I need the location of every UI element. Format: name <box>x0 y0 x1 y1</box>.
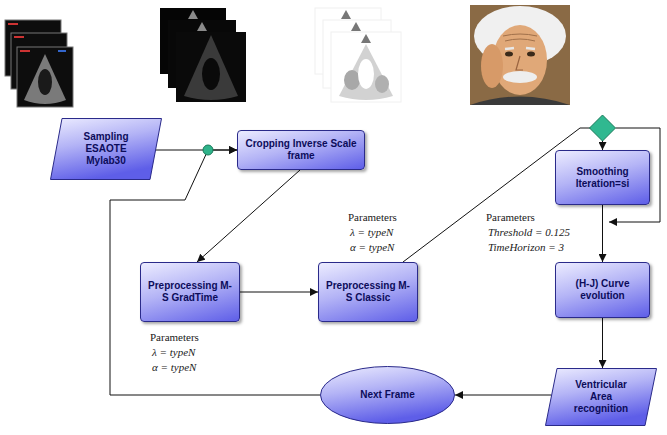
box-label: Smoothing Iteration=si <box>562 166 643 190</box>
box-label: Preprocessing M-S GradTime <box>148 280 232 304</box>
echo-sector <box>24 54 66 104</box>
parameter-note: Parameters <box>486 211 535 224</box>
ellipse-shape <box>321 367 455 424</box>
process-box: Preprocessing M-S GradTime <box>140 262 240 322</box>
ui-mark <box>14 36 24 38</box>
process-box: (H-J) Curve evolution <box>555 262 650 318</box>
flow-arrow <box>240 292 318 293</box>
cropped-frame <box>176 32 246 102</box>
cropped-frames <box>160 8 246 102</box>
sector-apex <box>188 10 198 19</box>
io-parallelogram: Ventricular Area recognition <box>545 368 657 426</box>
ventricle <box>358 59 374 89</box>
ui-mark <box>20 50 30 52</box>
parameter-note: Threshold = 0.125 <box>488 226 570 239</box>
box-label: Cropping Inverse Scale frame <box>245 138 357 162</box>
box-label: Ventricular Area recognition <box>563 379 639 415</box>
process-box: Smoothing Iteration=si <box>555 150 650 205</box>
nose <box>516 56 523 70</box>
flow-arrow <box>197 170 300 262</box>
tissue-blotch <box>375 75 389 93</box>
decision-diamond <box>590 115 616 141</box>
echo-frames <box>5 20 73 107</box>
process-box: Cropping Inverse Scale frame <box>237 130 365 170</box>
eye <box>505 52 513 57</box>
photo-ground <box>470 5 570 105</box>
echo-sector <box>339 44 393 100</box>
sector-apex <box>361 34 371 43</box>
tissue-blotch <box>344 70 360 90</box>
box-label: Next Frame <box>360 389 414 401</box>
sector-apex <box>351 22 361 31</box>
sector-apex <box>341 10 351 19</box>
flow-arrow <box>110 150 320 395</box>
junction-dot <box>203 145 213 155</box>
parameter-note: λ = typeN <box>152 346 195 359</box>
wrinkles <box>503 34 537 41</box>
box-label: Sampling ESAOTE Mylab30 <box>68 131 144 167</box>
einstein-photo <box>470 5 570 105</box>
flow-arrow <box>602 318 603 368</box>
parallelogram-shape <box>546 369 657 426</box>
echo-frame <box>17 47 73 107</box>
process-box: Preprocessing M-S Classic <box>318 262 418 322</box>
inverted-frames <box>315 8 401 102</box>
terminal-ellipse: Next Frame <box>320 366 455 424</box>
io-parallelogram: Sampling ESAOTE Mylab30 <box>50 118 162 180</box>
hand <box>481 44 503 88</box>
parameter-note: α = typeN <box>152 361 196 374</box>
echo-sector <box>184 35 238 100</box>
inverted-frame <box>331 32 401 102</box>
flow-arrow <box>455 395 551 396</box>
shirt <box>470 97 570 106</box>
parameter-note: λ = typeN <box>350 226 393 239</box>
eyebrow <box>505 48 535 49</box>
ventricle <box>38 69 52 95</box>
parameter-note: Parameters <box>348 211 397 224</box>
parallelogram-shape <box>51 119 162 180</box>
box-label: Preprocessing M-S Classic <box>326 280 410 304</box>
flow-arrow <box>602 205 603 262</box>
sector-apex <box>197 22 207 31</box>
mustache <box>503 71 537 83</box>
ventricle <box>202 58 220 90</box>
parameter-note: Parameters <box>150 331 199 344</box>
ui-mark <box>8 23 18 25</box>
box-label: (H-J) Curve evolution <box>562 278 643 302</box>
parameter-note: TimeHorizon = 3 <box>488 241 564 254</box>
parameter-note: α = typeN <box>350 241 394 254</box>
ui-mark <box>58 50 66 52</box>
eye <box>527 52 535 57</box>
